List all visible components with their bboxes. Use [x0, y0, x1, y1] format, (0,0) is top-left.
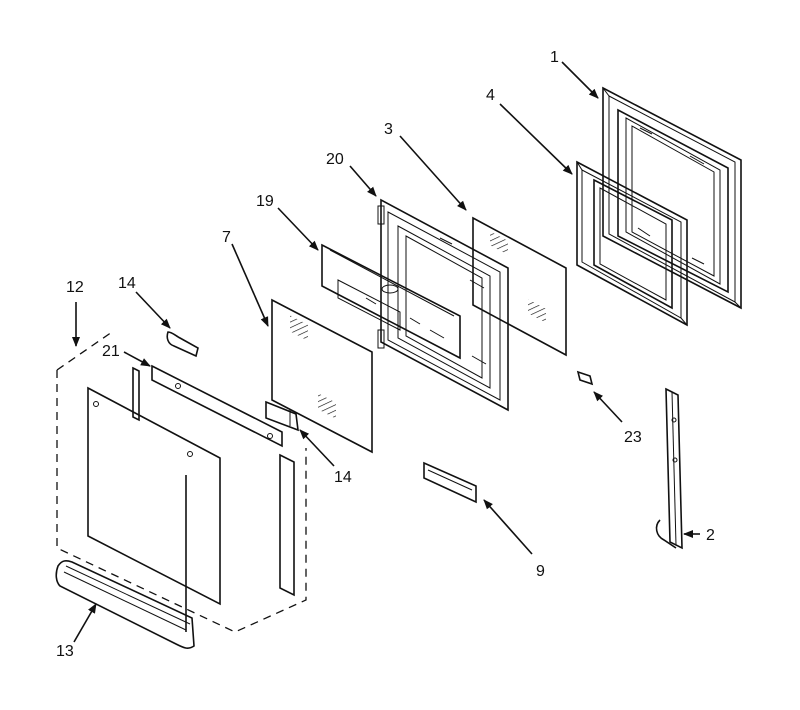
callout-12: 12 [66, 279, 84, 296]
callout-14-top: 14 [118, 275, 136, 292]
leader-9 [483, 499, 533, 555]
part-23-small-clip [576, 370, 594, 386]
right-side-trim [279, 453, 295, 597]
leader-4 [499, 103, 573, 175]
leader-3 [399, 135, 467, 211]
leader-14-lower [299, 429, 335, 467]
leader-lines [72, 61, 700, 643]
part-1-outer-door-panel [602, 86, 742, 310]
leader-13 [73, 603, 97, 643]
leader-23 [593, 391, 623, 423]
part-20-door-liner [377, 198, 509, 412]
part-2-hinge [655, 387, 683, 550]
callout-2: 2 [706, 527, 715, 544]
callout-14-lower: 14 [334, 469, 352, 486]
callout-19: 19 [256, 193, 274, 210]
callout-1: 1 [550, 49, 559, 66]
left-side-trim [132, 366, 140, 422]
callout-23: 23 [624, 429, 642, 446]
part-21-trim-strip [151, 364, 283, 448]
part-12-door-assembly-outline [56, 331, 307, 633]
part-7-glass-panel [271, 298, 373, 454]
callout-7: 7 [222, 229, 231, 246]
callout-labels: 1 2 3 4 7 9 12 13 14 14 19 20 21 23 [56, 49, 715, 660]
callout-20: 20 [326, 151, 344, 168]
outer-door-glass [87, 386, 221, 632]
leader-7 [231, 243, 269, 327]
part-4-door-frame [576, 160, 688, 327]
part-3-glass-panel [472, 216, 567, 357]
callout-9: 9 [536, 563, 545, 580]
part-14-clip-lower [265, 400, 299, 432]
callout-4: 4 [486, 87, 495, 104]
callout-21: 21 [102, 343, 120, 360]
leader-20 [349, 165, 377, 197]
leader-1 [561, 61, 599, 99]
callout-13: 13 [56, 643, 74, 660]
leader-19 [277, 207, 319, 251]
leader-14-top [135, 291, 171, 329]
leader-21 [123, 351, 151, 367]
part-14-clip-top [166, 331, 199, 358]
part-9-spacer [423, 461, 477, 504]
callout-3: 3 [384, 121, 393, 138]
part-13-door-handle [55, 560, 195, 649]
part-19-air-baffle [321, 243, 461, 360]
